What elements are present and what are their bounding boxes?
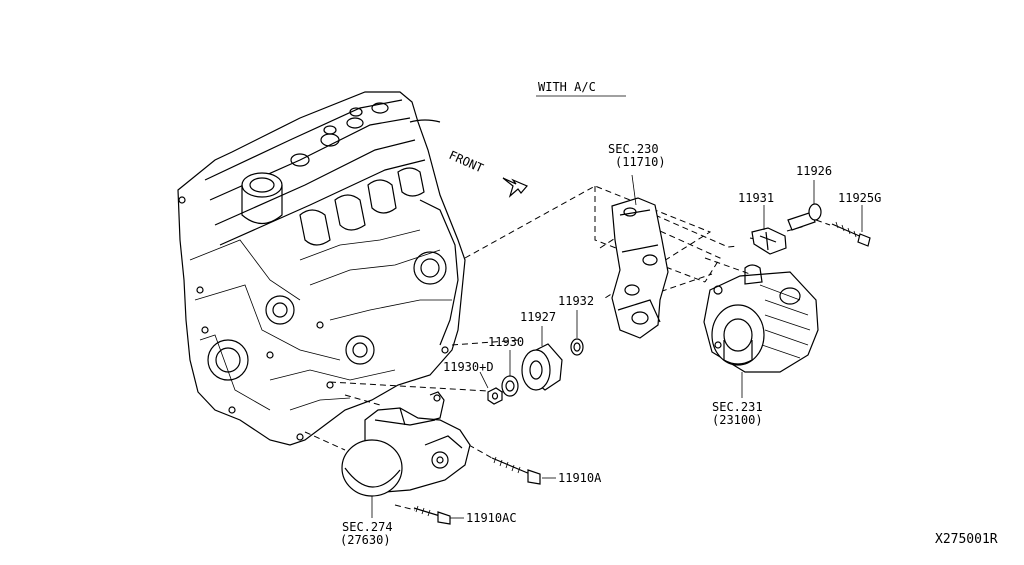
part-11930-spacer — [501, 350, 519, 397]
part-11926-bolt — [787, 180, 822, 231]
front-arrow-icon — [502, 177, 528, 198]
label-sec274-ref: (27630) — [340, 533, 391, 547]
label-11930d: 11930+D — [443, 360, 494, 374]
label-11910ac: 11910AC — [466, 511, 517, 525]
label-11932: 11932 — [558, 294, 594, 308]
front-direction-indicator: FRONT — [447, 148, 528, 198]
label-11925g: 11925G — [838, 191, 881, 205]
diagram-id: X275001R — [935, 532, 998, 547]
label-11927: 11927 — [520, 310, 556, 324]
label-11926: 11926 — [796, 164, 832, 178]
part-11925g-bolt — [831, 205, 871, 247]
part-11910a-bolt — [491, 456, 556, 485]
part-11910ac-bolt — [413, 505, 464, 525]
label-sec230-ref: (11710) — [615, 155, 666, 169]
part-11927-pulley — [521, 326, 563, 391]
alternator — [703, 264, 819, 398]
label-sec231: SEC.231 — [712, 400, 763, 414]
label-sec230: SEC.230 — [608, 142, 659, 156]
with-ac-heading: WITH A/C — [538, 80, 596, 94]
part-11932-washer — [570, 310, 584, 356]
label-sec274: SEC.274 — [342, 520, 393, 534]
label-11931: 11931 — [738, 191, 774, 205]
part-11931-clip — [751, 205, 787, 255]
label-sec231-ref: (23100) — [712, 413, 763, 427]
part-11930d-nut — [479, 371, 503, 405]
alternator-bracket — [611, 174, 669, 339]
engine-block-illustration — [177, 91, 466, 446]
label-11910a: 11910A — [558, 471, 602, 485]
label-11930: 11930 — [488, 335, 524, 349]
front-label: FRONT — [447, 148, 486, 175]
ac-compressor — [341, 391, 471, 518]
